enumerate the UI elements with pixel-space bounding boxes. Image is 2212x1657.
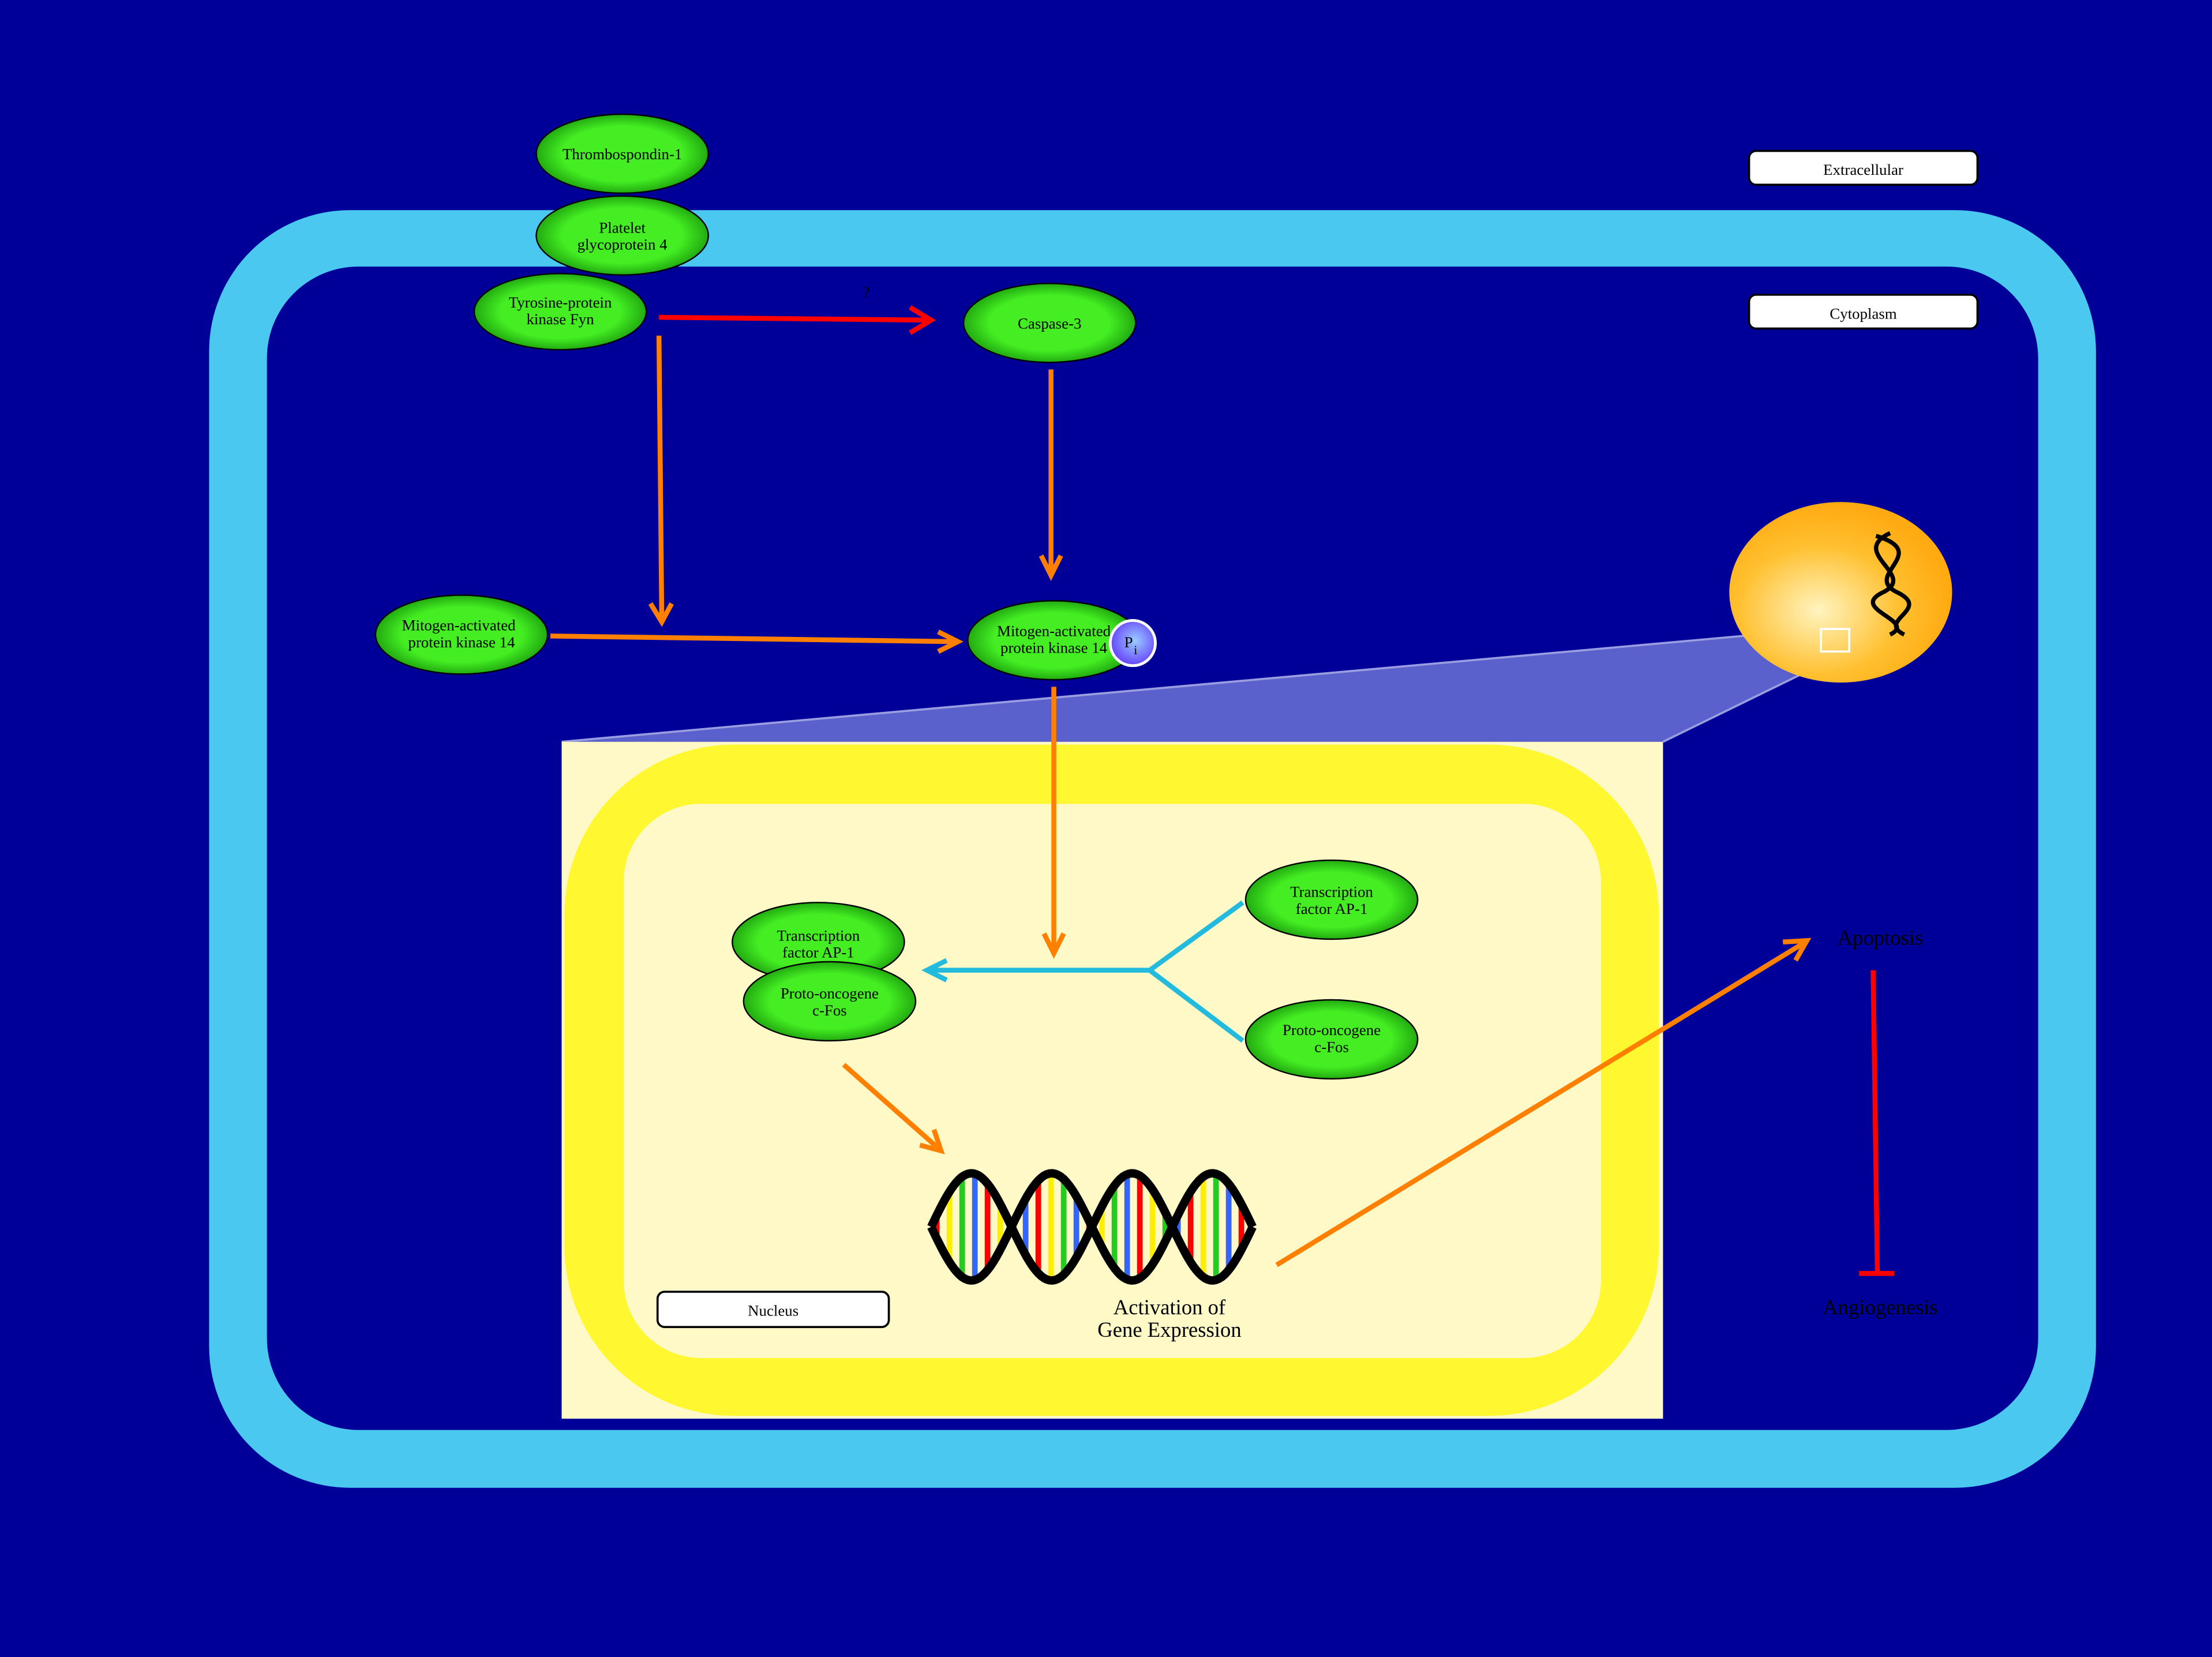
node-mapk14-phosphorylated[interactable]: Mitogen-activated protein kinase 14 P i	[967, 600, 1157, 681]
node-label: protein kinase 14	[1000, 639, 1108, 657]
edge-apoptosis-inhibits-angiogenesis	[1859, 970, 1895, 1276]
dna-strand	[927, 1169, 1257, 1285]
arrowhead	[937, 629, 963, 654]
node-cfos-right[interactable]: Proto-oncogene c-Fos	[1244, 999, 1419, 1080]
gene-expression-label-line2: Gene Expression	[1097, 1318, 1241, 1341]
arrowhead	[1038, 554, 1063, 581]
edge-ap1-gene-expression	[842, 1063, 942, 1152]
unknown-mechanism-mark: ?	[863, 284, 870, 301]
node-label: Proto-oncogene	[1283, 1021, 1381, 1039]
phosphate-badge: P i	[1108, 619, 1157, 668]
nucleoplasm	[624, 804, 1601, 1358]
label-extracellular-text: Extracellular	[1823, 161, 1903, 178]
arrowhead	[909, 305, 936, 335]
node-label: c-Fos	[1314, 1038, 1349, 1055]
node-ap1-left[interactable]: Transcription factor AP-1	[732, 902, 905, 983]
angiogenesis-label[interactable]: Angiogenesis	[1823, 1295, 1938, 1319]
node-mapk14-left[interactable]: Mitogen-activated protein kinase 14	[374, 594, 549, 675]
node-label: Transcription	[777, 927, 860, 944]
arrowhead	[919, 1129, 945, 1154]
apoptosis-label[interactable]: Apoptosis	[1838, 926, 1924, 950]
node-label: Tyrosine-protein	[509, 294, 612, 311]
edge-fyn-caspase3	[659, 314, 929, 323]
edge-fyn-mapk14	[656, 335, 665, 621]
node-label: Mitogen-activated	[997, 622, 1111, 639]
node-ap1-right[interactable]: Transcription factor AP-1	[1244, 859, 1419, 940]
node-label: Platelet	[599, 219, 646, 236]
node-label: Proto-oncogene	[781, 985, 879, 1002]
arrowhead	[1782, 938, 1812, 962]
node-caspase-3[interactable]: Caspase-3	[962, 283, 1137, 363]
arrowhead	[648, 602, 674, 627]
label-cytoplasm-text: Cytoplasm	[1829, 305, 1897, 322]
node-tyrosine-protein-kinase-fyn[interactable]: Tyrosine-protein kinase Fyn	[473, 272, 647, 351]
edge-mapk14-phosphorylation	[550, 633, 957, 644]
edges	[550, 305, 1895, 1276]
node-label: c-Fos	[812, 1002, 847, 1019]
node-label: factor AP-1	[1296, 900, 1368, 917]
phosphate-label: P	[1124, 633, 1133, 651]
arrowhead	[921, 958, 948, 983]
node-thrombospondin-1[interactable]: Thrombospondin-1	[535, 113, 709, 194]
node-label: glycoprotein 4	[578, 236, 668, 253]
label-nucleus: Nucleus	[656, 1291, 890, 1328]
node-label: kinase Fyn	[526, 310, 594, 328]
node-label: factor AP-1	[782, 944, 854, 961]
node-label: Caspase-3	[1018, 315, 1081, 332]
dna-helix-icon	[927, 1169, 1257, 1285]
node-label: Transcription	[1290, 883, 1373, 901]
arrowhead	[1041, 932, 1066, 959]
zoom-callout-edge	[561, 628, 1821, 743]
node-label: Thrombospondin-1	[563, 145, 683, 163]
label-nucleus-text: Nucleus	[748, 1302, 798, 1319]
node-label: protein kinase 14	[408, 633, 515, 651]
node-label: Mitogen-activated	[402, 617, 516, 634]
label-extracellular: Extracellular	[1748, 149, 1979, 186]
gene-expression-label-line1: Activation of	[1114, 1295, 1226, 1319]
phosphate-subscript: i	[1134, 643, 1137, 657]
edge-complex-formation	[928, 900, 1244, 1043]
edge-gene-expression-apoptosis	[1275, 940, 1807, 1268]
node-platelet-glycoprotein-4[interactable]: Platelet glycoprotein 4	[535, 195, 709, 276]
nucleus-overview-icon	[1729, 502, 1952, 683]
label-cytoplasm: Cytoplasm	[1748, 294, 1979, 330]
node-cfos-left[interactable]: Proto-oncogene c-Fos	[743, 961, 917, 1042]
